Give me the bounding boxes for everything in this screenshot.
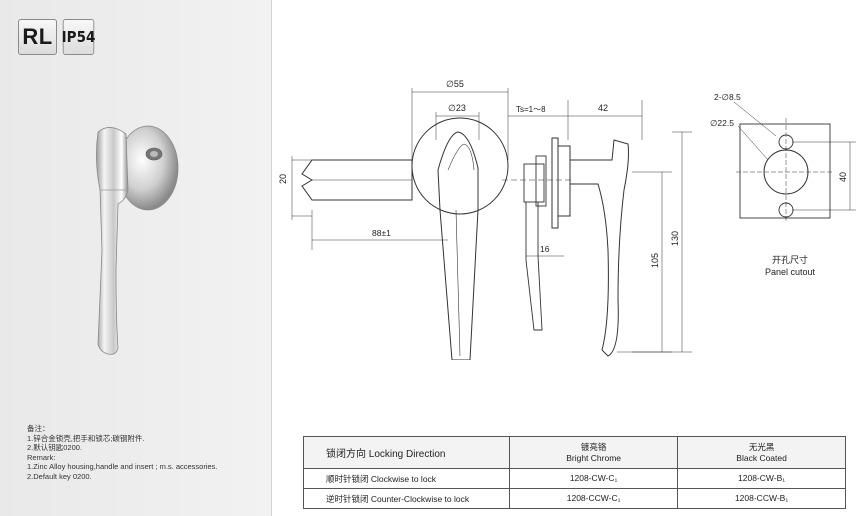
dim-diameter-22-5: ∅22.5 <box>710 118 734 128</box>
product-photo <box>96 125 179 355</box>
dim-20: 20 <box>278 174 288 184</box>
remarks-line2-cn: 2.默认钥匙0200. <box>27 443 83 453</box>
row-black-part: 1208-CW-B₁ <box>677 468 846 489</box>
dim-thickness-range: Ts=1～8 <box>516 105 546 114</box>
header-bright-chrome-cn: 镀亮铬 <box>580 441 607 452</box>
header-black-coated: 无光黑 Black Coated <box>677 436 846 469</box>
panel-cutout-caption: 开孔尺寸 Panel cutout <box>745 254 835 278</box>
remarks-line2-en: 2.Default key 0200. <box>27 471 92 481</box>
table-row: 逆时针锁闭 Counter-Clockwise to lock 1208-CCW… <box>302 488 846 509</box>
dim-diameter-23: ∅23 <box>448 103 466 113</box>
remarks-title-cn: 备注： <box>27 424 50 433</box>
header-black-coated-cn: 无光黑 <box>748 441 775 452</box>
model-badge: RL <box>18 19 57 55</box>
dim-42: 42 <box>598 103 608 113</box>
remarks-title-en: Remark: <box>27 452 56 462</box>
dim-40: 40 <box>838 172 848 182</box>
dim-88: 88±1 <box>372 228 391 238</box>
panel-cutout-label-cn: 开孔尺寸 <box>771 255 808 265</box>
dim-holes: 2-∅8.5 <box>714 92 741 102</box>
remarks-line1-cn: 1.锌合金锁壳,把手和锁芯;碳钢附件. <box>27 433 145 443</box>
remarks-line1-en: 1.Zinc Alloy housing,handle and insert ;… <box>27 462 218 472</box>
technical-drawing: ∅55 ∅23 Ts=1～8 42 20 88±1 16 105 130 2-∅… <box>278 79 856 360</box>
table-row: 顺时针锁闭 Clockwise to lock 1208-CW-C₁ 1208-… <box>302 468 846 489</box>
row-chrome-part: 1208-CW-C₁ <box>509 468 679 489</box>
header-bright-chrome: 镀亮铬 Bright Chrome <box>509 436 679 469</box>
header-black-coated-en: Black Coated <box>736 452 787 463</box>
dim-105: 105 <box>650 253 660 268</box>
ordering-table: 锁闭方向 Locking Direction 镀亮铬 Bright Chrome… <box>302 436 846 509</box>
remarks: 备注： 1.锌合金锁壳,把手和锁芯;碳钢附件. 2.默认钥匙0200. Rema… <box>27 424 267 482</box>
row-black-part: 1208-CCW-B₁ <box>677 488 846 509</box>
row-direction: 逆时针锁闭 Counter-Clockwise to lock <box>302 488 511 509</box>
panel-cutout-label-en: Panel cutout <box>764 267 816 277</box>
row-chrome-part: 1208-CCW-C₁ <box>509 488 679 509</box>
dim-16: 16 <box>540 244 550 254</box>
dim-diameter-55: ∅55 <box>446 79 464 89</box>
header-locking-direction: 锁闭方向 Locking Direction <box>302 436 511 469</box>
left-panel: RL IP54 备注： 1.锌合金锁壳,把手和锁芯;碳钢附件. 2.默认钥匙02 <box>0 0 272 516</box>
dim-130: 130 <box>670 231 680 246</box>
header-bright-chrome-en: Bright Chrome <box>566 452 622 463</box>
row-direction: 顺时针锁闭 Clockwise to lock <box>302 468 511 489</box>
ip-rating-badge: IP54 <box>62 19 95 55</box>
